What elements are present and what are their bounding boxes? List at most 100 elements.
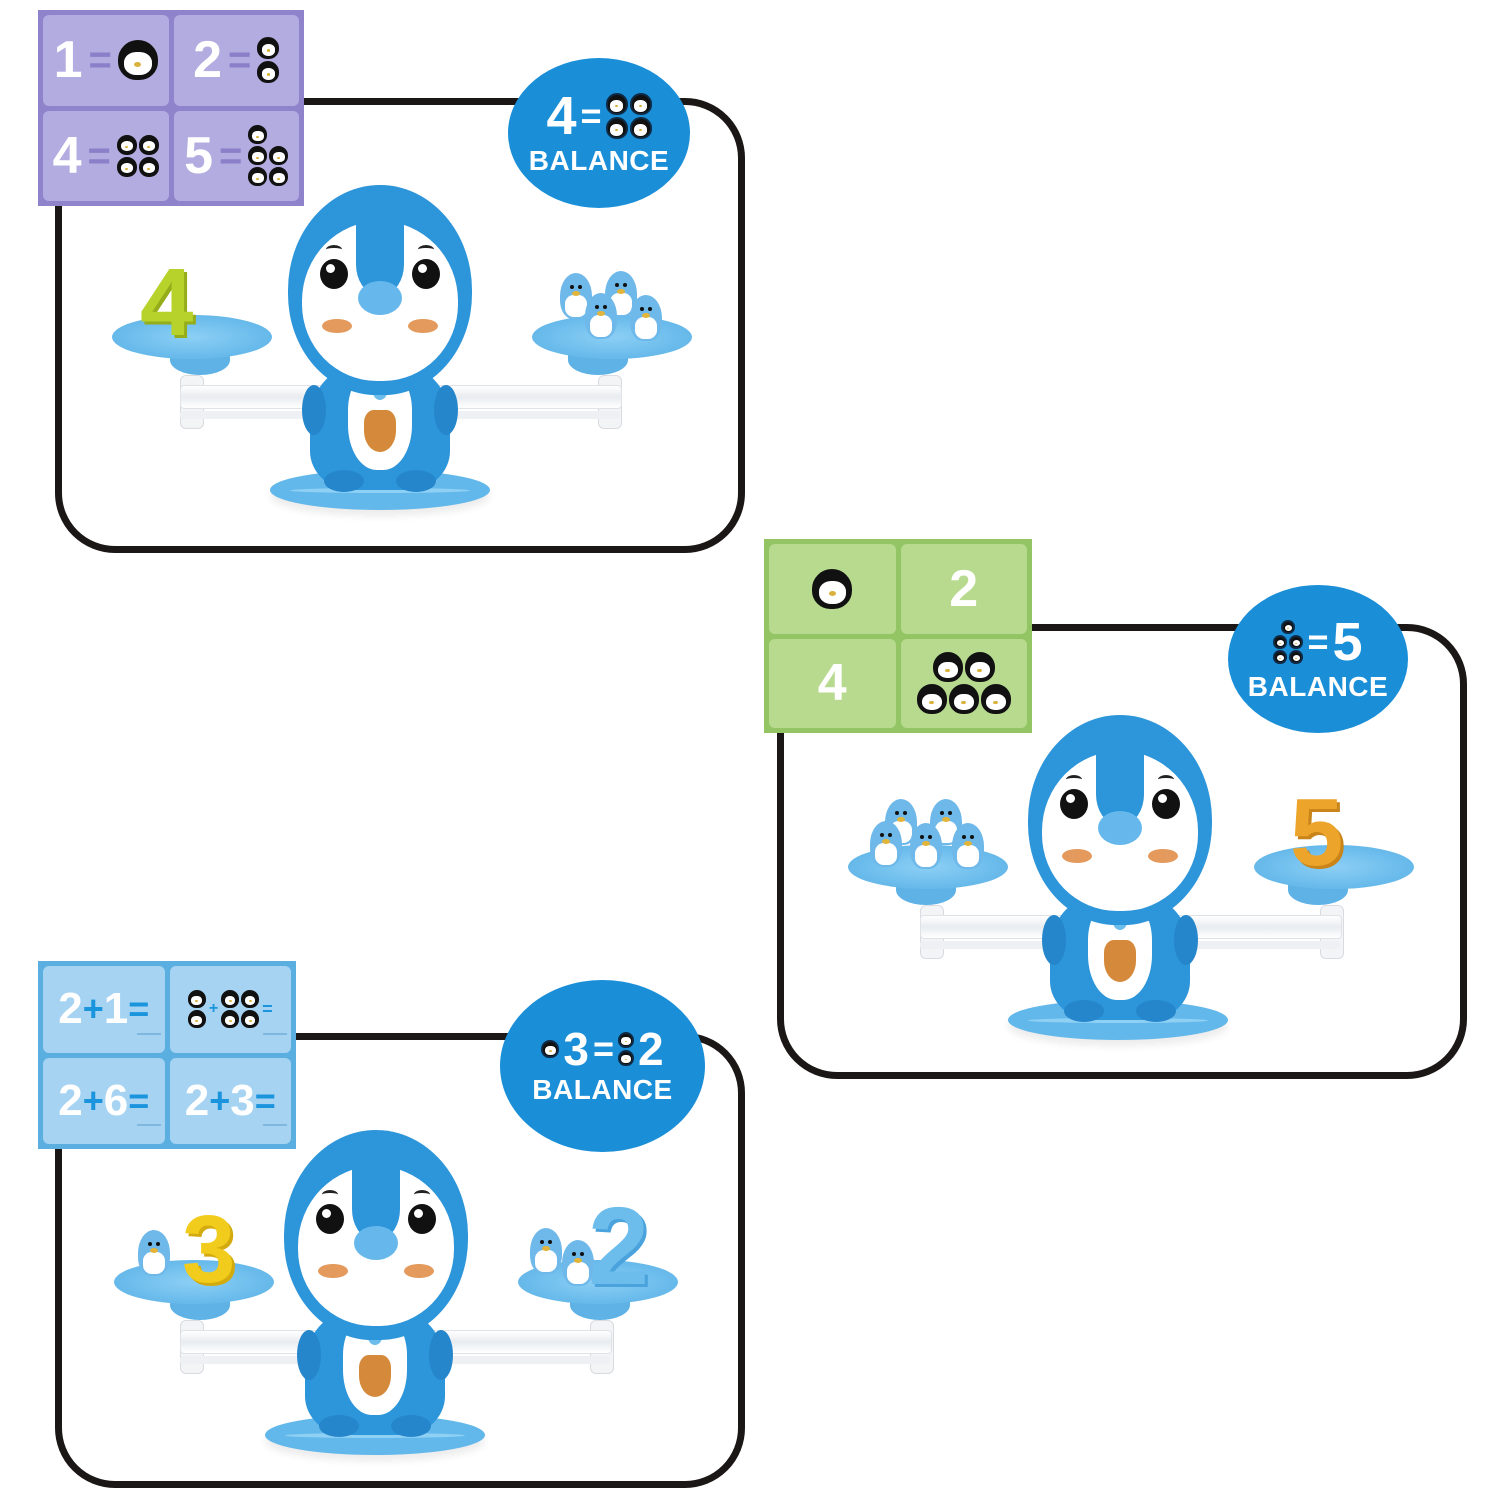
card-cell: 2 + 3 = xyxy=(169,1057,291,1144)
number-label: 5 xyxy=(184,126,214,185)
penguin-icon xyxy=(1281,620,1296,634)
penguin-icon xyxy=(932,652,963,683)
cheek-right xyxy=(404,1264,434,1278)
pan-left xyxy=(112,315,272,359)
equals-sign: = xyxy=(128,1079,150,1121)
penguin-balance-toy: 3 2 xyxy=(100,1130,700,1470)
penguin-icon xyxy=(980,684,1011,715)
penguin-group xyxy=(257,37,280,84)
penguin-icon xyxy=(605,93,628,115)
card-cell: + = xyxy=(169,966,291,1053)
cheek-right xyxy=(408,319,438,333)
penguin-icon xyxy=(1289,635,1304,649)
number-piece-left[interactable]: 3 xyxy=(182,1196,236,1303)
foot-left xyxy=(324,470,364,492)
equals-sign: = xyxy=(580,95,602,136)
penguin-icon xyxy=(541,1040,560,1058)
operand: 3 xyxy=(230,1075,255,1125)
penguin-icon xyxy=(629,93,652,115)
penguin-beak xyxy=(354,1226,398,1260)
eyebrow xyxy=(322,1190,338,1199)
answer-blank xyxy=(263,1124,287,1126)
penguin-figure[interactable] xyxy=(952,823,984,869)
flipper-left xyxy=(297,1330,321,1380)
bubble-number: 4 xyxy=(546,86,577,146)
eyebrow xyxy=(1066,775,1082,784)
penguin-icon xyxy=(1289,650,1304,664)
plus-sign: + xyxy=(208,1000,219,1018)
penguin-icon xyxy=(117,40,158,81)
card-cell: 2 + 1 = xyxy=(43,966,165,1053)
equals-sign: = xyxy=(592,1028,615,1069)
operand: 2 xyxy=(58,1075,83,1125)
number-label: 1 xyxy=(53,31,83,90)
card-cell xyxy=(900,638,1027,728)
eyebrow xyxy=(414,1190,430,1199)
penguin-beak xyxy=(1098,811,1142,845)
balance-bubble: 3 = 2 BALANCE xyxy=(500,980,705,1152)
penguin-group xyxy=(221,990,260,1029)
equals-sign: = xyxy=(87,133,111,178)
penguin-group xyxy=(605,93,652,139)
plus-sign: + xyxy=(82,988,104,1030)
card-cell: 4 xyxy=(769,638,896,728)
penguin-icon xyxy=(269,167,289,187)
penguin-icon xyxy=(812,568,853,609)
penguin-group xyxy=(916,684,1011,715)
equals-sign: = xyxy=(262,998,273,1019)
eyebrow xyxy=(1158,775,1174,784)
number-label: 2 xyxy=(949,559,979,618)
equals-sign: = xyxy=(228,38,252,83)
equals-sign: = xyxy=(128,988,150,1030)
flipper-right xyxy=(1174,915,1198,965)
penguin-icon xyxy=(241,990,260,1009)
penguin-icon xyxy=(116,134,137,155)
card-cell: 2 = xyxy=(173,15,299,106)
number-card-blue: 2 + 1 = + = 2 + 6 = xyxy=(38,961,296,1149)
penguin-figure[interactable] xyxy=(530,1228,562,1274)
foot-left xyxy=(319,1415,359,1437)
eye-right xyxy=(412,259,440,289)
penguin-figure[interactable] xyxy=(138,1230,170,1276)
foot-right xyxy=(391,1415,431,1437)
number-piece-right[interactable]: 2 xyxy=(588,1185,650,1308)
bubble-number: 3 xyxy=(563,1023,589,1075)
penguin-icon xyxy=(248,125,268,145)
penguin-group xyxy=(116,134,159,177)
eyebrow xyxy=(326,245,342,254)
penguin-figure[interactable] xyxy=(910,823,942,869)
penguin-figure[interactable] xyxy=(630,295,662,341)
penguin-group xyxy=(1273,620,1304,664)
eye-right xyxy=(1152,789,1180,819)
penguin-figure[interactable] xyxy=(562,1240,594,1286)
number-piece-right[interactable]: 5 xyxy=(1290,779,1344,886)
plus-sign: + xyxy=(82,1079,104,1121)
operand: 1 xyxy=(103,984,129,1034)
eye-right xyxy=(408,1204,436,1234)
answer-blank xyxy=(263,1032,287,1035)
foot-left xyxy=(1064,1000,1104,1022)
bubble-number: 2 xyxy=(638,1023,664,1075)
penguin-figure[interactable] xyxy=(870,821,902,867)
penguin-icon xyxy=(964,652,995,683)
balance-label: BALANCE xyxy=(528,145,670,176)
operand: 2 xyxy=(58,984,83,1034)
penguin-balance-toy: 4 xyxy=(100,185,700,525)
penguin-group xyxy=(618,1032,635,1066)
card-cell xyxy=(769,544,896,634)
equals-sign: = xyxy=(1307,621,1329,662)
number-label: 4 xyxy=(52,126,82,185)
number-card-purple: 1 = 2 = 4 = 5 = xyxy=(38,10,304,206)
penguin-figure[interactable] xyxy=(585,293,617,339)
operand: 6 xyxy=(103,1075,129,1125)
number-card-green: 2 4 xyxy=(764,539,1032,733)
balance-label: BALANCE xyxy=(532,1074,673,1105)
flipper-right xyxy=(434,385,458,435)
equals-sign: = xyxy=(254,1079,276,1121)
penguin-icon xyxy=(618,1032,635,1048)
pan-right xyxy=(1254,845,1414,889)
cheek-right xyxy=(1148,849,1178,863)
number-piece-left[interactable]: 4 xyxy=(140,249,194,356)
penguin-icon xyxy=(948,684,979,715)
belly-bib xyxy=(1104,940,1136,982)
